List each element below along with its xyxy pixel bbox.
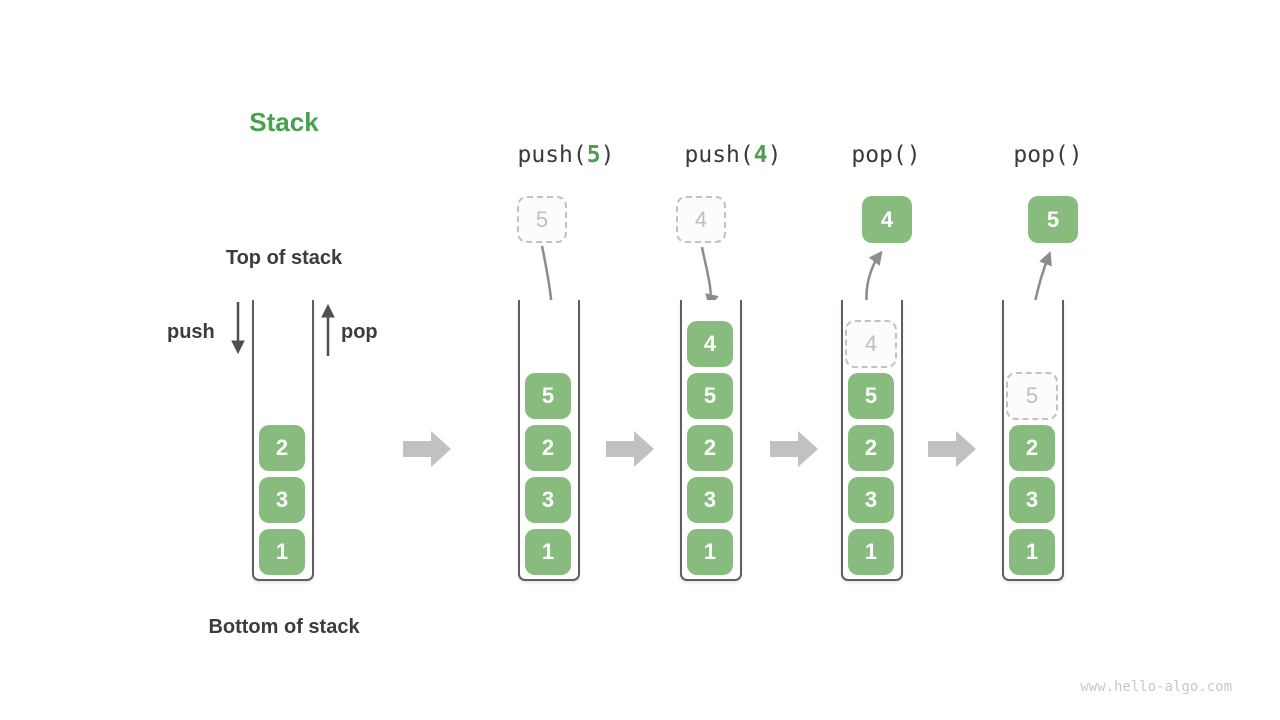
watermark: www.hello-algo.com [1080,679,1232,695]
stack-vessel-pop-second: 1 3 2 5 [1002,300,1064,581]
operation-argument: 5 [586,142,601,168]
stack-element: 3 [848,477,894,523]
operation-argument: 4 [753,142,768,168]
diagram-title: Stack [249,107,319,137]
stage-transition-arrow-icon [606,431,654,467]
stage-transition-arrow-icon [770,431,818,467]
stack-element: 2 [525,425,571,471]
stack-element: 1 [259,529,305,575]
stack-element: 2 [848,425,894,471]
stack-element: 4 [687,321,733,367]
operation-label-pop-first: pop() [851,142,921,168]
stack-element: 3 [1009,477,1055,523]
push-direction-label: push [167,321,215,343]
stack-element: 3 [525,477,571,523]
incoming-element-box: 5 [517,196,567,243]
popped-element-box: 5 [1028,196,1078,243]
stage-transition-arrow-icon [928,431,976,467]
popped-element-box: 4 [862,196,912,243]
stack-element: 1 [687,529,733,575]
stack-element: 3 [687,477,733,523]
stack-element: 2 [1009,425,1055,471]
stack-element: 2 [259,425,305,471]
bottom-of-stack-label: Bottom of stack [208,616,360,638]
stack-element: 5 [525,373,571,419]
stack-vessel-initial-stack: 1 3 2 [252,300,314,581]
top-of-stack-label: Top of stack [225,247,343,269]
stack-element: 1 [848,529,894,575]
stack-vessel-push-4: 1 3 2 5 4 [680,300,742,581]
stage-transition-arrow-icon [403,431,451,467]
incoming-element-box: 4 [676,196,726,243]
push-4-curved-arrow-icon [700,246,719,309]
stack-element: 2 [687,425,733,471]
stack-element: 1 [525,529,571,575]
operation-label-push-5: push(5) [517,142,615,168]
stack-slot-dashed: 5 [1006,372,1058,420]
operation-label-push-4: push(4) [684,142,782,168]
operation-label-pop-second: pop() [1013,142,1083,168]
stack-vessel-push-5: 1 3 2 5 [518,300,580,581]
stack-element: 5 [848,373,894,419]
stack-vessel-pop-first: 1 3 2 5 4 [841,300,903,581]
stack-element: 3 [259,477,305,523]
pop-direction-label: pop [341,321,378,343]
stack-slot-dashed: 4 [845,320,897,368]
stack-element: 5 [687,373,733,419]
stack-element: 1 [1009,529,1055,575]
